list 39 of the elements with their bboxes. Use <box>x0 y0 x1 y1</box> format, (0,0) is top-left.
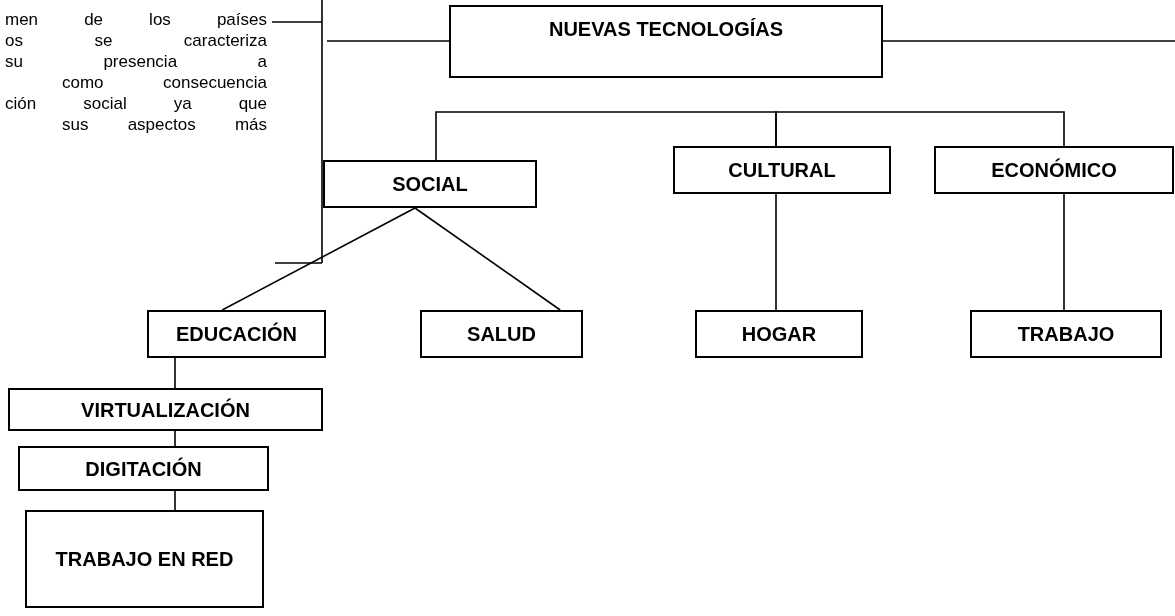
box-label: TRABAJO EN RED <box>55 547 234 571</box>
concept-box <box>420 310 583 358</box>
concept-box <box>323 160 537 208</box>
concept-box <box>695 310 863 358</box>
paragraph-line: ción social ya que <box>5 94 267 114</box>
box-label: SOCIAL <box>392 172 468 196</box>
connector-line <box>174 430 176 447</box>
box-label: VIRTUALIZACIÓN <box>81 397 250 422</box>
connector-line <box>435 111 777 161</box>
concept-box <box>25 510 264 608</box>
paragraph-line: como consecuencia <box>62 73 267 93</box>
connector-line <box>174 357 176 389</box>
connector-line <box>174 490 176 511</box>
connector-line <box>775 193 777 311</box>
concept-box <box>18 446 269 491</box>
connector-line <box>775 111 1065 147</box>
connector-line <box>882 40 1175 42</box>
box-label: NUEVAS TECNOLOGÍAS <box>548 17 784 41</box>
concept-box <box>673 146 891 194</box>
connector-line <box>326 40 450 42</box>
box-label: SALUD <box>467 322 536 346</box>
paragraph-line: sus aspectos más <box>62 115 267 135</box>
connector-line <box>1063 193 1065 311</box>
paragraph-line: os se caracteriza <box>5 31 267 51</box>
box-label: CULTURAL <box>728 158 836 182</box>
paragraph-line: men de los países <box>5 10 267 30</box>
concept-box <box>8 388 323 431</box>
concept-box <box>970 310 1162 358</box>
connector-line <box>414 207 561 311</box>
concept-box <box>934 146 1174 194</box>
box-label: HOGAR <box>741 322 817 346</box>
concept-box <box>147 310 326 358</box>
connector-line <box>221 207 416 311</box>
box-label: EDUCACIÓN <box>175 322 298 346</box>
box-label: TRABAJO <box>1017 322 1115 346</box>
box-label: ECONÓMICO <box>991 158 1117 182</box>
paragraph-line: su presencia a <box>5 52 267 72</box>
concept-box <box>449 5 883 78</box>
box-label: DIGITACIÓN <box>85 456 202 481</box>
